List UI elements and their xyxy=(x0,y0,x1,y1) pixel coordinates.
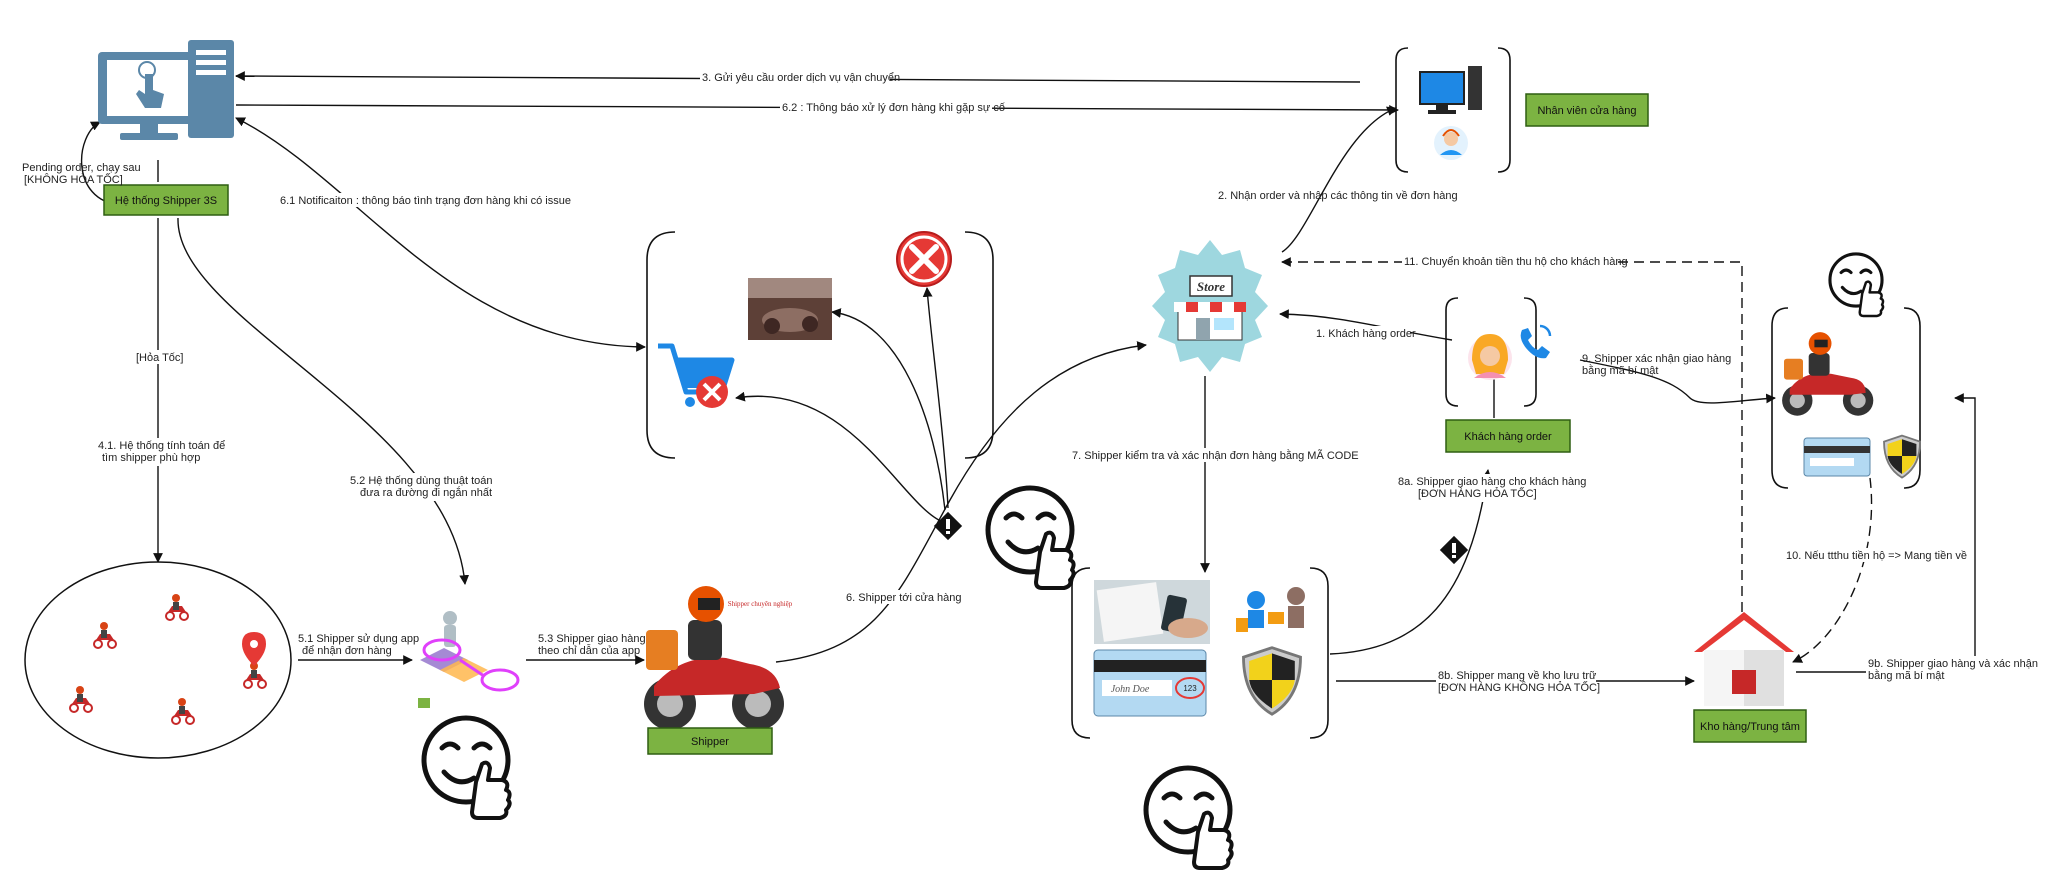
rider-bracket xyxy=(1771,307,1921,489)
cancel-bracket xyxy=(646,231,994,459)
shipper-box-label: Shipper xyxy=(691,736,729,748)
system-box-label: Hệ thống Shipper 3S xyxy=(115,195,217,207)
label-step52-1: 5.2 Hệ thống dùng thuật toán xyxy=(350,475,493,487)
label-step3: 3. Gửi yêu cầu order dịch vụ vận chuyển xyxy=(702,72,900,84)
connectors xyxy=(80,71,1976,686)
label-pending-2: [KHÔNG HỎA TỐC] xyxy=(24,172,123,186)
warehouse-box[interactable]: Kho hàng/Trung tâm xyxy=(1693,709,1807,743)
label-step53-2: theo chỉ dẫn của app xyxy=(538,644,640,657)
label-step10: 10. Nếu ttthu tiền hộ => Mang tiền về xyxy=(1786,550,1967,562)
phone-scan-photo-icon xyxy=(1094,580,1210,644)
arrow-step61 xyxy=(235,117,646,352)
store-sign: Store xyxy=(1197,279,1225,294)
shipper-shirt-text: Shipper chuyên nghiệp xyxy=(728,600,793,608)
card-icon xyxy=(1803,437,1871,477)
label-step41-1: 4.1. Hệ thống tính toán để xyxy=(98,440,225,452)
card-number: 123 xyxy=(1183,684,1197,693)
label-step11: 11. Chuyển khoản tiền thu hộ cho khách h… xyxy=(1404,256,1628,268)
arrow-step6 xyxy=(775,341,1147,663)
arrow-step10 xyxy=(1792,477,1873,663)
label-step51-2: để nhận đơn hàng xyxy=(302,645,392,657)
label-step8b-2: [ĐƠN HÀNG KHÔNG HỎA TỐC] xyxy=(1438,680,1600,694)
warehouse-box-label: Kho hàng/Trung tâm xyxy=(1700,721,1800,733)
shield-icon xyxy=(1883,434,1921,479)
computer-icon xyxy=(98,40,234,140)
arrow-to-cancel xyxy=(922,287,949,509)
smiley-thumb-icon xyxy=(988,488,1074,588)
decision-icon xyxy=(1439,535,1469,565)
smiley-thumb-icon xyxy=(424,718,510,818)
card-icon: John Doe 123 xyxy=(1093,649,1207,717)
label-step8b-1: 8b. Shipper mang về kho lưu trữ xyxy=(1438,670,1597,682)
label-step52-2: đưa ra đường đi ngắn nhất xyxy=(360,486,492,499)
label-step51-1: 5.1 Shipper sử dụng app xyxy=(298,633,419,645)
label-step1: 1. Khách hàng order xyxy=(1316,328,1416,340)
motorbike-icon xyxy=(1782,332,1874,416)
customer-box[interactable]: Khách hàng order xyxy=(1445,419,1571,453)
desktop-icon xyxy=(1419,66,1482,114)
step-labels: 3. Gửi yêu cầu order dịch vụ vận chuyển … xyxy=(22,70,2038,696)
label-step7: 7. Shipper kiểm tra và xác nhận đơn hàng… xyxy=(1072,449,1359,462)
label-step2: 2. Nhận order và nhập các thông tin về đ… xyxy=(1218,190,1458,202)
staff-box[interactable]: Nhân viên cửa hàng xyxy=(1525,93,1649,127)
label-step61: 6.1 Notificaiton : thông báo tình trạng … xyxy=(280,195,571,207)
smiley-thumb-icon xyxy=(1146,768,1232,868)
staff-bracket xyxy=(1395,47,1511,173)
label-step8a-1: 8a. Shipper giao hàng cho khách hàng xyxy=(1398,476,1586,488)
shield-icon xyxy=(1242,646,1302,716)
motorbike-icon: Shipper chuyên nghiệp xyxy=(644,586,793,730)
label-step9b-1: 9b. Shipper giao hàng và xác nhận xyxy=(1868,658,2038,670)
label-hoatoc: [Hỏa Tốc] xyxy=(136,352,184,364)
courier-handoff-icon xyxy=(1236,587,1305,632)
store-icon: Store xyxy=(1152,240,1268,372)
accident-photo-icon xyxy=(748,278,832,340)
customer-avatar xyxy=(1468,334,1512,380)
card-signature: John Doe xyxy=(1111,684,1150,695)
label-pending-1: Pending order, chạy sau xyxy=(22,162,141,174)
app-network-icon xyxy=(418,611,520,708)
arrow-step1 xyxy=(1279,309,1453,341)
label-step9-1: 9. Shipper xác nhận giao hàng xyxy=(1582,353,1731,365)
label-step6: 6. Shipper tới cửa hàng xyxy=(846,592,961,604)
operator-icon xyxy=(1434,126,1468,160)
customer-box-label: Khách hàng order xyxy=(1464,431,1552,443)
label-step9b-2: bằng mã bí mật xyxy=(1868,669,1944,682)
arrow-step9 xyxy=(1579,359,1776,404)
arrow-to-cart xyxy=(735,391,944,523)
decision-icon xyxy=(933,511,963,541)
arrow-step52 xyxy=(177,217,470,585)
cancel-icon xyxy=(896,231,952,287)
arrow-step8a xyxy=(1329,469,1492,655)
label-step9-2: bằng mã bí mật xyxy=(1582,364,1658,377)
label-step41-2: tìm shipper phù hợp xyxy=(102,452,200,464)
shipper-box[interactable]: Shipper xyxy=(647,727,773,755)
arrow-to-accident xyxy=(831,308,946,511)
arrow-step2 xyxy=(1281,106,1397,253)
smiley-thumb-icon xyxy=(1828,252,1885,318)
phone-icon xyxy=(1520,324,1552,359)
label-step8a-2: [ĐƠN HÀNG HỎA TỐC] xyxy=(1418,486,1537,500)
cart-cancel-icon xyxy=(658,343,735,408)
label-step62: 6.2 : Thông báo xử lý đơn hàng khi gặp s… xyxy=(782,102,1005,114)
system-box[interactable]: Hệ thống Shipper 3S xyxy=(103,184,229,216)
location-pin-icon xyxy=(242,632,266,666)
warehouse-icon xyxy=(1694,612,1794,706)
label-step53-1: 5.3 Shipper giao hàng xyxy=(538,633,646,645)
verify-bracket xyxy=(1071,567,1329,739)
staff-box-label: Nhân viên cửa hàng xyxy=(1537,105,1636,117)
